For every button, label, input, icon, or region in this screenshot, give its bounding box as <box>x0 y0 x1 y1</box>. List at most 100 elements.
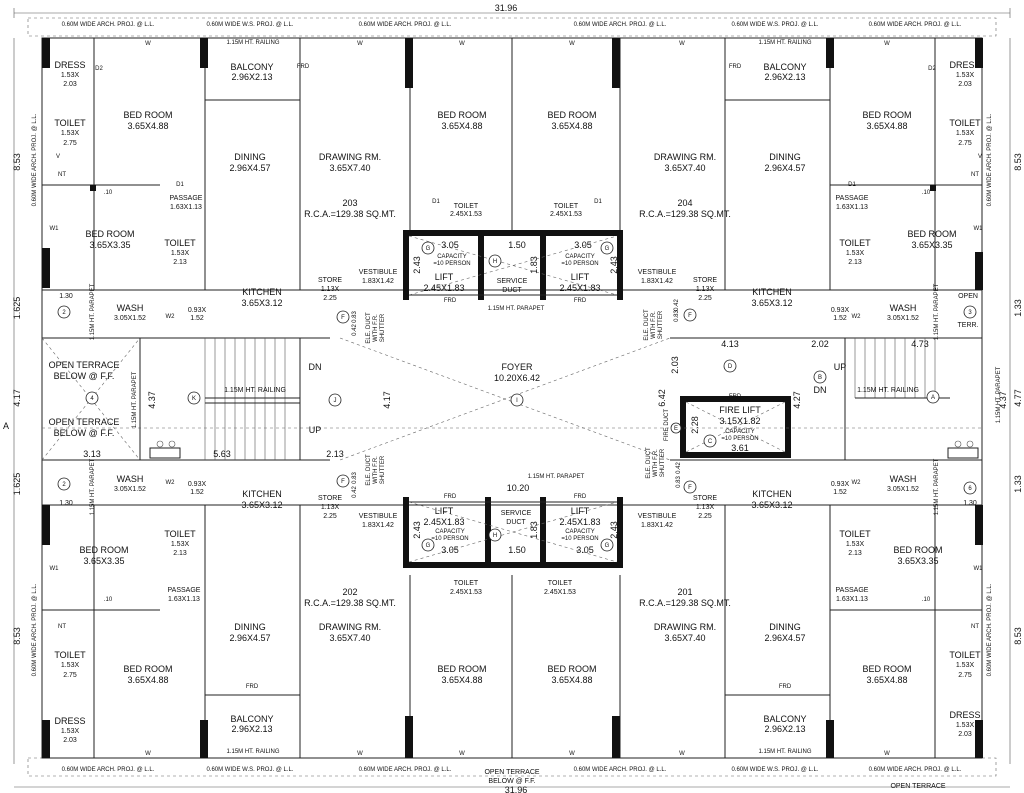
arch-proj-bottom-3: 0.60M WIDE ARCH. PROJ. @ L.L. <box>574 767 667 773</box>
room-dining-204: DINING <box>769 152 801 162</box>
staircase-left <box>139 337 301 461</box>
svg-text:3.05X1.52: 3.05X1.52 <box>887 486 919 493</box>
tag-w-6: W <box>884 41 890 47</box>
room-drawing-202: DRAWING RM. <box>319 622 381 632</box>
parapet-left: 1.15M HT. PARAPET <box>132 371 138 428</box>
room-toilet-201a: TOILET <box>949 650 981 660</box>
m-417: 4.17 <box>382 391 392 409</box>
m-243-tr: 2.43 <box>609 256 619 274</box>
tag-frd-1: FRD <box>297 64 310 70</box>
room-vestibule-202: VESTIBULE <box>359 513 398 520</box>
svg-text:3.65X4.88: 3.65X4.88 <box>127 675 168 685</box>
m-228: 2.28 <box>690 416 700 434</box>
ws-proj-bottom-2: 0.60M WIDE W.S. PROJ. @ L.L. <box>731 767 818 773</box>
svg-text:DUCT: DUCT <box>506 519 526 526</box>
arch-proj-left-top: 0.60M WIDE ARCH. PROJ. @ L.L. <box>32 113 38 206</box>
svg-text:3.65X3.35: 3.65X3.35 <box>83 556 124 566</box>
svg-text:SHUTTER: SHUTTER <box>658 310 664 339</box>
small-093-tr: 0.93X <box>831 307 850 314</box>
svg-text:2.13: 2.13 <box>173 550 187 557</box>
room-bedroom-204b: BED ROOM <box>547 110 596 120</box>
railing-top-right: 1.15M HT. RAILING <box>758 40 811 46</box>
m-130-bl: 1.30 <box>59 500 73 507</box>
room-wash-204: WASH <box>890 303 917 313</box>
m-203: 2.03 <box>670 356 680 374</box>
svg-text:1.13X: 1.13X <box>321 504 340 511</box>
room-bedroom-203b: BED ROOM <box>437 110 486 120</box>
room-balcony-204: BALCONY <box>763 62 806 72</box>
svg-text:2.45X1.83: 2.45X1.83 <box>423 517 464 527</box>
ele-duct-tr: ELE. DUCT <box>644 309 650 341</box>
fixtures <box>149 440 979 459</box>
room-passage-202: PASSAGE <box>168 587 201 594</box>
lift-bottom-right: LIFT <box>571 506 590 516</box>
room-kitchen-204: KITCHEN <box>752 287 792 297</box>
rca-204: R.C.A.=129.38 SQ.MT. <box>639 209 731 219</box>
room-drawing-201: DRAWING RM. <box>654 622 716 632</box>
measurements: 1.30 1.30 1.30 5.63 3.13 2.13 4.37 4.17 … <box>59 240 1008 555</box>
svg-text:2.13: 2.13 <box>848 259 862 266</box>
m-642: 6.42 <box>657 389 667 407</box>
svg-text:3.65X4.88: 3.65X4.88 <box>441 121 482 131</box>
axis-marker: A <box>3 421 9 431</box>
svg-text:WITH F.R.: WITH F.R. <box>373 314 379 342</box>
core-labels: LIFT 2.45X1.83 CAPACITY =10 PERSON LIFT … <box>49 254 946 790</box>
svg-text:1.52: 1.52 <box>190 489 204 496</box>
tag-d1-2: D1 <box>848 182 856 188</box>
svg-text:=10 PERSON: =10 PERSON <box>721 436 758 442</box>
svg-text:3.65X3.35: 3.65X3.35 <box>89 240 130 250</box>
room-bedroom-203c: BED ROOM <box>85 229 134 239</box>
tag-nt-4: NT <box>971 624 979 630</box>
svg-text:2.75: 2.75 <box>958 672 972 679</box>
m-183-t: 1.83 <box>529 256 539 274</box>
svg-text:1.53X: 1.53X <box>956 130 975 137</box>
tag-w1-4: W1 <box>974 566 984 572</box>
svg-text:2.25: 2.25 <box>698 513 712 520</box>
room-vestibule-201: VESTIBULE <box>638 513 677 520</box>
svg-text:2.96X4.57: 2.96X4.57 <box>229 633 270 643</box>
lift-core-bottom <box>403 497 623 568</box>
room-bedroom-204a: BED ROOM <box>862 110 911 120</box>
tag-d2-2: D2 <box>928 66 936 72</box>
dim-left-2: 1.625 <box>12 297 22 320</box>
svg-text:2.45X1.53: 2.45X1.53 <box>544 589 576 596</box>
room-bedroom-203a: BED ROOM <box>123 110 172 120</box>
room-wash-203: WASH <box>117 303 144 313</box>
svg-text:=10 PERSON: =10 PERSON <box>431 536 468 542</box>
stair-up-right: UP <box>834 362 847 372</box>
m-183-b: 1.83 <box>529 521 539 539</box>
tag-w2-2: W2 <box>852 314 862 320</box>
svg-text:2.03: 2.03 <box>63 81 77 88</box>
svg-text:1.13X: 1.13X <box>696 286 715 293</box>
arch-proj-bottom-4: 0.60M WIDE ARCH. PROJ. @ L.L. <box>869 767 962 773</box>
m-413: 4.13 <box>721 339 739 349</box>
grid-d: D <box>728 364 733 370</box>
grid-k: K <box>192 396 196 402</box>
svg-text:1.53X: 1.53X <box>61 728 80 735</box>
overall-width-top: 31.96 <box>495 3 518 13</box>
foyer-label: FOYER <box>501 362 533 372</box>
grid-j: J <box>334 398 337 404</box>
svg-text:3.65X7.40: 3.65X7.40 <box>664 163 705 173</box>
m-437-r: 4.37 <box>998 391 1008 409</box>
arch-proj-bottom-1: 0.60M WIDE ARCH. PROJ. @ L.L. <box>62 767 155 773</box>
m-427: 4.27 <box>792 391 802 409</box>
grid-markers: G G G G H H F F F F K J I D B A C E 2 2 … <box>57 241 977 552</box>
tag-w2-3: W2 <box>166 480 176 486</box>
svg-text:1.52: 1.52 <box>833 315 847 322</box>
lift-core-top <box>403 230 623 300</box>
tag-w-1: W <box>145 41 151 47</box>
ele-duct-br: ELE. DUCT <box>646 447 652 479</box>
tag-w-2: W <box>357 41 363 47</box>
room-store-201: STORE <box>693 495 717 502</box>
m-305-tr: 3.05 <box>574 240 592 250</box>
svg-text:2.03: 2.03 <box>63 737 77 744</box>
arch-proj-right-top: 0.60M WIDE ARCH. PROJ. @ L.L. <box>987 113 993 206</box>
room-dining-203: DINING <box>234 152 266 162</box>
dim-left-3: 4.17 <box>12 389 22 407</box>
svg-text:WITH F.R.: WITH F.R. <box>651 311 657 339</box>
svg-text:2.45X1.53: 2.45X1.53 <box>450 211 482 218</box>
svg-text:1.53X: 1.53X <box>846 250 865 257</box>
open-terrace-left-1: OPEN TERRACE <box>49 360 120 370</box>
room-dining-202: DINING <box>234 622 266 632</box>
